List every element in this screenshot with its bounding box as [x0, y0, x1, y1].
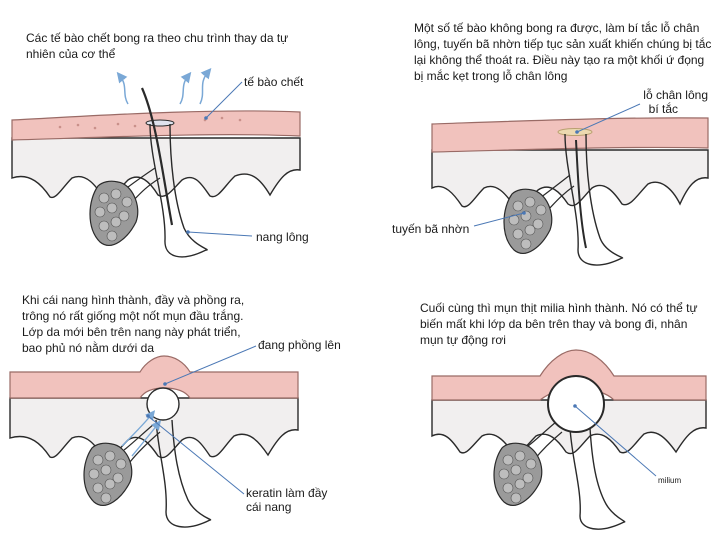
- sebaceous-gland: [503, 188, 553, 254]
- label-dead-cells: tế bào chết: [244, 75, 304, 89]
- leader-hair-follicle: [187, 231, 253, 237]
- panel-1-illustration: [11, 67, 301, 258]
- label-keratin-2: cái nang: [246, 500, 292, 514]
- panel-3-illustration: [9, 345, 299, 528]
- sebaceous-gland: [89, 180, 139, 246]
- hair-shaft: [140, 87, 174, 226]
- panel-2-caption: Một số tế bào không bong ra được, làm bí…: [414, 21, 712, 83]
- panel-4-caption: Cuối cùng thì mụn thịt milia hình thành.…: [420, 301, 698, 347]
- label-keratin-1: keratin làm đầy: [246, 486, 328, 500]
- dermis-layer: [11, 137, 301, 199]
- shedding-arrows: [116, 67, 212, 105]
- panel-1-caption: Các tế bào chết bong ra theo chu trình t…: [26, 31, 289, 61]
- leader-sebaceous-gland: [473, 212, 525, 227]
- hair-follicle: [149, 123, 208, 258]
- leader-keratin: [147, 415, 245, 495]
- hair-follicle: [569, 427, 626, 530]
- keratin-flow-arrows: [121, 410, 162, 457]
- hair-follicle: [564, 133, 624, 266]
- dead-cells-dots: [58, 116, 242, 130]
- panel-2-illustration: [431, 103, 709, 266]
- panel-4-illustration: [431, 349, 707, 530]
- sebaceous-gland: [493, 442, 543, 506]
- sebaceous-gland: [83, 442, 133, 506]
- panel-3-caption: Khi cái nang hình thành, đầy và phồng ra…: [22, 293, 245, 355]
- blocked-pore: [557, 128, 593, 136]
- label-blocked-pore-1: lỗ chân lông: [643, 88, 708, 102]
- gland-duct: [123, 423, 161, 463]
- hair-follicle: [155, 419, 212, 528]
- label-hair-follicle: nang lông: [256, 230, 309, 244]
- label-swelling: đang phồng lên: [258, 338, 341, 352]
- leader-dead-cells: [205, 81, 243, 119]
- hair-shaft: [575, 139, 587, 249]
- label-sebaceous-gland: tuyến bã nhờn: [392, 222, 470, 236]
- leader-blocked-pore: [576, 103, 641, 133]
- leader-swelling: [164, 345, 257, 385]
- leader-milium: [574, 405, 657, 477]
- label-milium: milium: [658, 476, 682, 485]
- milium-cyst: [547, 375, 605, 433]
- label-blocked-pore-2: bí tắc: [648, 102, 678, 116]
- epidermis-layer: [9, 355, 299, 399]
